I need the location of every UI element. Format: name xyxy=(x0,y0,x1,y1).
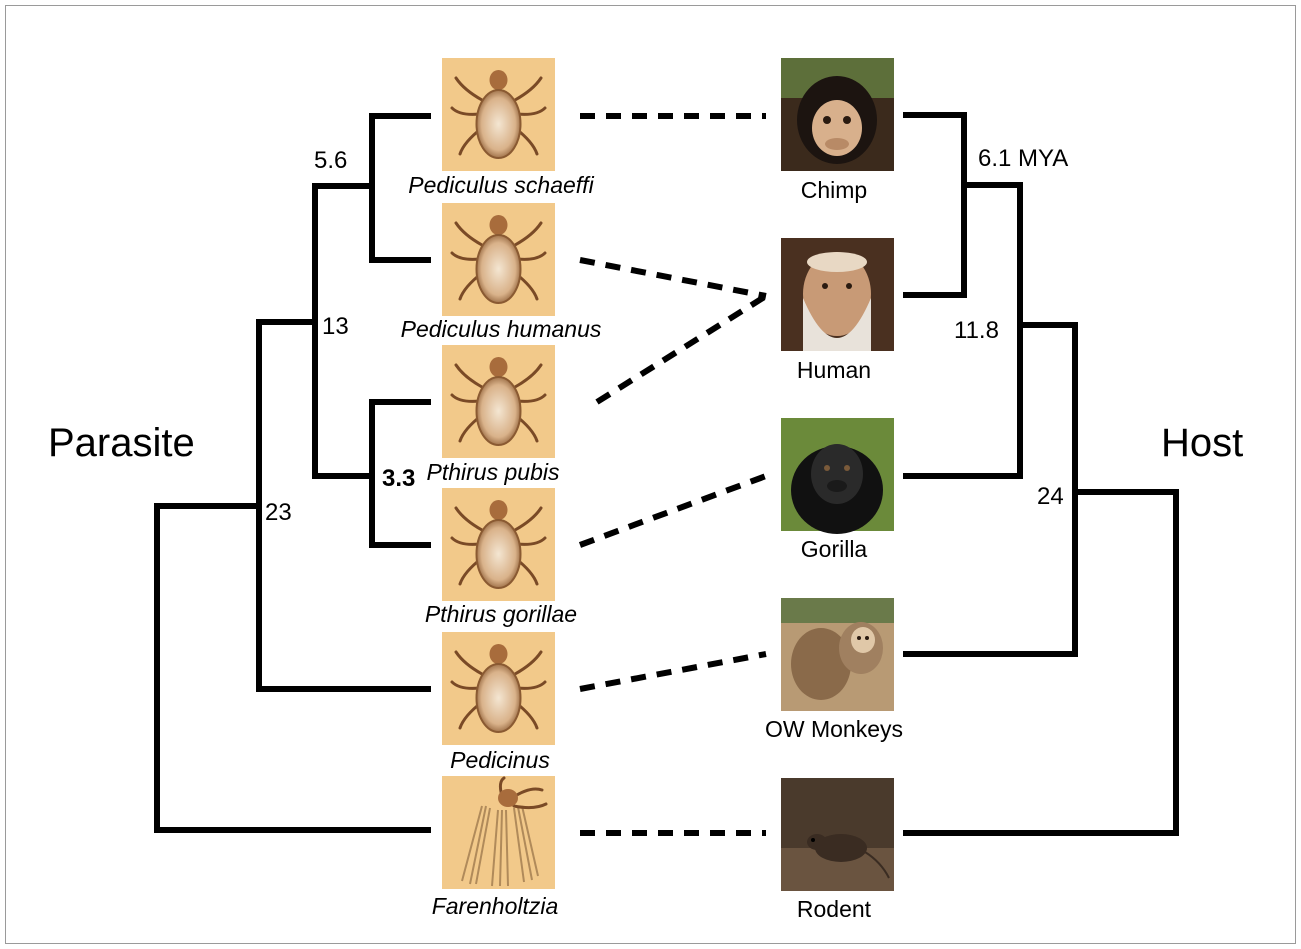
node-age: 3.3 xyxy=(382,465,415,492)
species-label: Pedicinus xyxy=(450,747,550,773)
node-age: 6.1 MYA xyxy=(978,145,1068,172)
node-age: 23 xyxy=(265,499,292,526)
chimp-photo xyxy=(781,58,894,171)
host-tree xyxy=(906,115,1176,833)
association-line xyxy=(597,296,766,402)
louse-image xyxy=(442,58,555,171)
species-label: Pthirus pubis xyxy=(427,459,560,485)
rodent-photo xyxy=(781,778,894,891)
gorilla-photo xyxy=(781,418,894,534)
node-age: 11.8 xyxy=(954,317,999,344)
louse-image xyxy=(442,203,555,316)
association-line xyxy=(580,476,766,545)
louse-image xyxy=(442,632,555,745)
association-line xyxy=(580,654,766,689)
louse-image xyxy=(442,776,555,889)
node-age: 24 xyxy=(1037,483,1064,510)
species-label: Pediculus humanus xyxy=(401,316,602,342)
species-label: Farenholtzia xyxy=(432,893,559,919)
louse-image xyxy=(442,345,555,458)
host-name: Chimp xyxy=(801,177,867,203)
host-name: OW Monkeys xyxy=(765,716,903,742)
species-label: Pthirus gorillae xyxy=(425,601,577,627)
node-age: 5.6 xyxy=(314,147,347,174)
host-name: Rodent xyxy=(797,896,872,922)
association-lines xyxy=(580,116,766,833)
louse-image xyxy=(442,488,555,601)
association-line xyxy=(580,260,766,296)
parasite-label: Parasite xyxy=(48,421,195,465)
monkey-photo xyxy=(781,598,894,711)
human-photo xyxy=(781,238,894,351)
node-age: 13 xyxy=(322,313,349,340)
host-name: Human xyxy=(797,357,871,383)
species-label: Pediculus schaeffi xyxy=(408,172,594,198)
host-label: Host xyxy=(1161,421,1243,465)
host-name: Gorilla xyxy=(801,536,868,562)
